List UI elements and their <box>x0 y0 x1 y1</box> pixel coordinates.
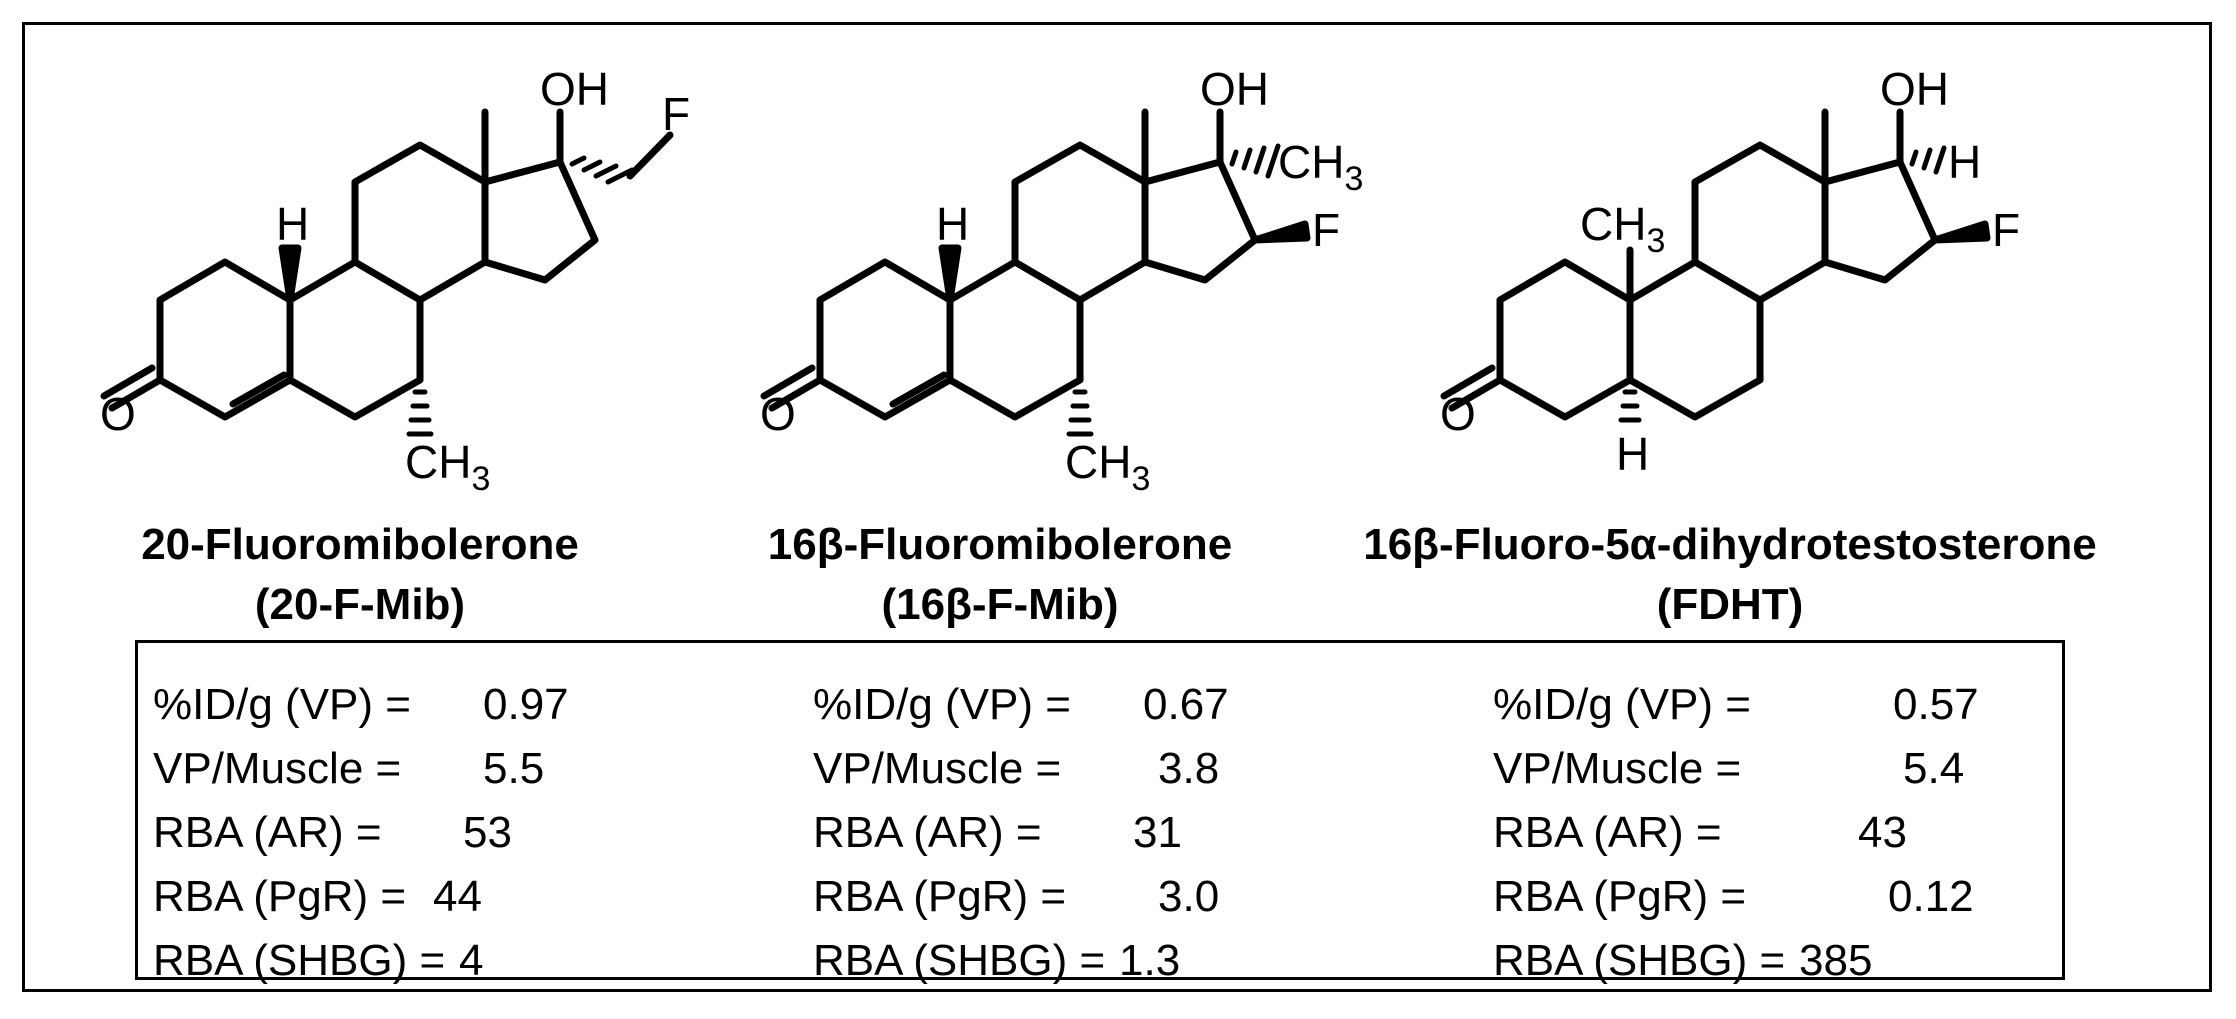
data-value: 5.4 <box>1903 744 1965 793</box>
data-label: VP/Muscle = <box>1493 744 1742 793</box>
compound-name-line2: (20-F-Mib) <box>254 580 466 629</box>
data-label: RBA (SHBG) = <box>153 936 446 985</box>
data-label: RBA (AR) = <box>153 808 382 857</box>
data-label: RBA (AR) = <box>1493 808 1722 857</box>
compound-name-2: 16β-Fluoromibolerone (16β-F-Mib) <box>700 520 1300 630</box>
atom-o: O <box>100 388 136 440</box>
compound-name-line1: 16β-Fluoro-5α-dihydrotestosterone <box>1363 520 2097 569</box>
data-value: 53 <box>463 808 512 857</box>
data-label: RBA (SHBG) = <box>1493 936 1786 985</box>
compound-name-line1: 16β-Fluoromibolerone <box>767 520 1233 569</box>
data-label: %ID/g (VP) = <box>153 680 411 729</box>
data-value: 4 <box>459 936 484 985</box>
data-label: RBA (AR) = <box>813 808 1042 857</box>
compound-name-3: 16β-Fluoro-5α-dihydrotestosterone (FDHT) <box>1300 520 2160 630</box>
atom-oh: OH <box>1880 63 1949 115</box>
data-label: VP/Muscle = <box>153 744 402 793</box>
data-label: RBA (PgR) = <box>1493 872 1747 921</box>
atom-ch3-top: CH3 <box>1278 136 1363 198</box>
data-value: 0.97 <box>483 680 569 729</box>
atom-o: O <box>760 388 796 440</box>
data-value: 3.8 <box>1158 744 1220 793</box>
data-label: RBA (SHBG) = <box>813 936 1106 985</box>
atom-ch3: CH3 <box>1580 198 1665 260</box>
compound-name-line2: (16β-F-Mib) <box>881 580 1119 629</box>
data-value: 43 <box>1858 808 1907 857</box>
data-value: 44 <box>433 872 482 921</box>
atom-h-top: H <box>1948 136 1981 188</box>
atom-oh: OH <box>540 63 609 115</box>
data-table-box: %ID/g (VP) = 0.97 VP/Muscle = 5.5 RBA (AR)… <box>135 640 2065 985</box>
compound-name-1: 20-Fluoromibolerone (20-F-Mib) <box>60 520 660 630</box>
atom-ch3: CH3 <box>405 436 490 498</box>
data-value: 0.67 <box>1143 680 1229 729</box>
atom-o: O <box>1440 388 1476 440</box>
data-label: RBA (PgR) = <box>813 872 1067 921</box>
data-value: 385 <box>1799 936 1873 985</box>
data-value: 1.3 <box>1119 936 1181 985</box>
atom-f: F <box>1312 204 1340 256</box>
data-label: RBA (PgR) = <box>153 872 407 921</box>
data-value: 5.5 <box>483 744 545 793</box>
atom-f: F <box>662 88 690 140</box>
figure-frame <box>22 22 2212 992</box>
data-value: 31 <box>1133 808 1182 857</box>
data-label: %ID/g (VP) = <box>1493 680 1751 729</box>
compound-name-line2: (FDHT) <box>1656 580 1804 629</box>
compound-name-line1: 20-Fluoromibolerone <box>141 520 579 569</box>
atom-oh: OH <box>1200 63 1269 115</box>
atom-h: H <box>936 198 969 250</box>
atom-h: H <box>276 198 309 250</box>
atom-h: H <box>1616 428 1649 480</box>
data-label: VP/Muscle = <box>813 744 1062 793</box>
atom-f: F <box>1992 204 2020 256</box>
atom-ch3: CH3 <box>1065 436 1150 498</box>
data-value: 0.12 <box>1888 872 1974 921</box>
data-label: %ID/g (VP) = <box>813 680 1071 729</box>
data-value: 0.57 <box>1893 680 1979 729</box>
data-value: 3.0 <box>1158 872 1220 921</box>
